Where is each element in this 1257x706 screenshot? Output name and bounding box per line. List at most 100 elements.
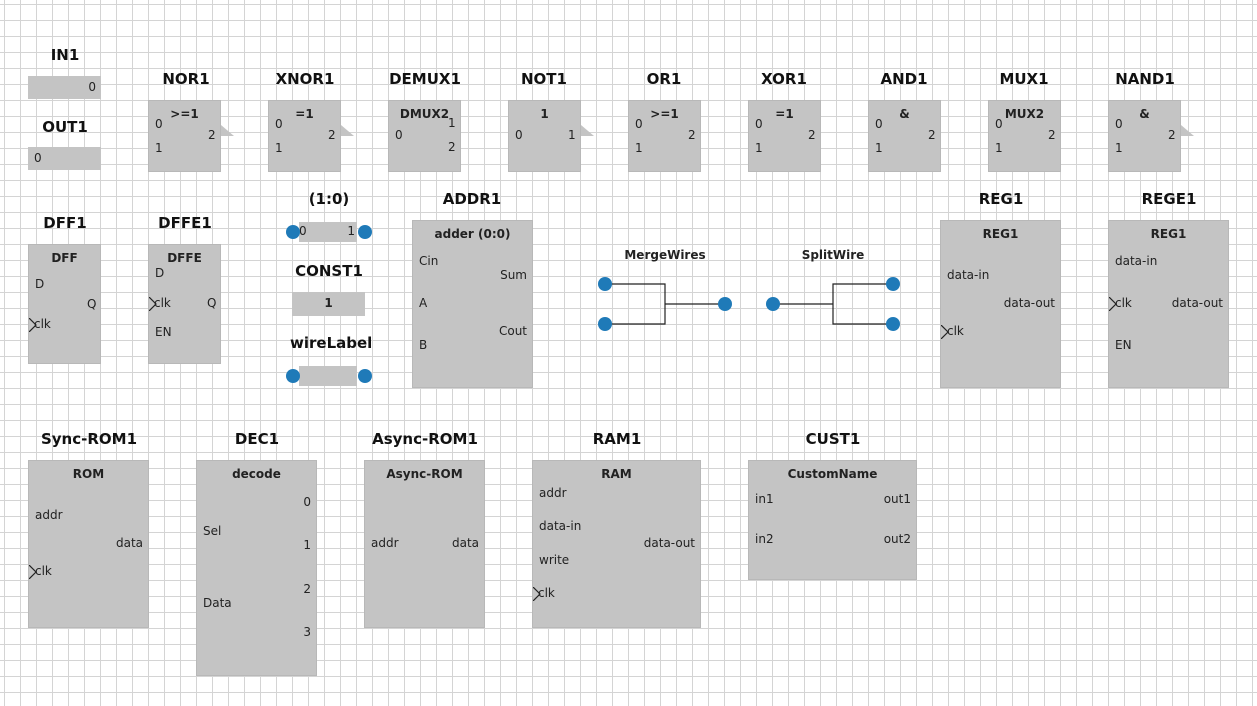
- mux1-in-b[interactable]: 1: [995, 141, 1003, 155]
- wirelabel-body[interactable]: [299, 366, 357, 386]
- splitter-right-connector[interactable]: [358, 225, 372, 239]
- syncrom1-pin-clk[interactable]: clk: [35, 564, 52, 578]
- mux1-out[interactable]: 2: [1048, 128, 1056, 142]
- demux1-out-b[interactable]: 2: [448, 140, 456, 154]
- wirelabel-right-connector[interactable]: [358, 369, 372, 383]
- ram1-pin-data-out[interactable]: data-out: [643, 536, 695, 550]
- dec1-pin-out3[interactable]: 3: [303, 625, 311, 639]
- syncrom1-block[interactable]: ROM addr data clk: [28, 460, 149, 628]
- ram1-block[interactable]: RAM addr data-in data-out write clk: [532, 460, 701, 628]
- dff1-pin-q[interactable]: Q: [87, 297, 97, 311]
- or1-in-a[interactable]: 0: [635, 117, 643, 131]
- wirelabel-left-connector[interactable]: [286, 369, 300, 383]
- dec1-pin-data[interactable]: Data: [203, 596, 232, 610]
- dec1-pin-sel[interactable]: Sel: [203, 524, 222, 538]
- nand1-in-a[interactable]: 0: [1115, 117, 1123, 131]
- reg1-block[interactable]: REG1 data-in data-out clk: [940, 220, 1061, 388]
- xor1-in-a[interactable]: 0: [755, 117, 763, 131]
- xor1-out[interactable]: 2: [808, 128, 816, 142]
- nand1-gate[interactable]: & 0 1 2: [1108, 100, 1181, 172]
- mergewires-in-a-connector[interactable]: [598, 277, 612, 291]
- splitwire-out-b-connector[interactable]: [886, 317, 900, 331]
- or1-out[interactable]: 2: [688, 128, 696, 142]
- const1-block[interactable]: 1: [292, 292, 365, 316]
- addr1-pin-a[interactable]: A: [419, 296, 428, 310]
- mux1-in-a[interactable]: 0: [995, 117, 1003, 131]
- rege1-pin-data-out[interactable]: data-out: [1171, 296, 1223, 310]
- dffe1-pin-d[interactable]: D: [155, 266, 165, 280]
- cust1-block[interactable]: CustomName in1 out1 in2 out2: [748, 460, 917, 580]
- xnor1-in-a[interactable]: 0: [275, 117, 283, 131]
- dffe1-pin-q[interactable]: Q: [207, 296, 217, 310]
- or1-in-b[interactable]: 1: [635, 141, 643, 155]
- ram1-pin-data-in[interactable]: data-in: [539, 519, 582, 533]
- dff1-pin-clk[interactable]: clk: [34, 317, 51, 331]
- out1-output[interactable]: 0: [28, 147, 101, 170]
- or1-gate[interactable]: >=1 0 1 2: [628, 100, 701, 172]
- nor1-in-a[interactable]: 0: [155, 117, 163, 131]
- asyncrom1-pin-data[interactable]: data: [451, 536, 479, 550]
- asyncrom1-pin-addr[interactable]: addr: [371, 536, 399, 550]
- ram1-pin-addr[interactable]: addr: [539, 486, 567, 500]
- nor1-out[interactable]: 2: [208, 128, 216, 142]
- nand1-in-b[interactable]: 1: [1115, 141, 1123, 155]
- xor1-gate[interactable]: =1 0 1 2: [748, 100, 821, 172]
- not1-gate[interactable]: 1 0 1: [508, 100, 581, 172]
- not1-in[interactable]: 0: [515, 128, 523, 142]
- rege1-pin-en[interactable]: EN: [1115, 338, 1132, 352]
- dffe1-block[interactable]: DFFE D clk Q EN: [148, 244, 221, 364]
- rege1-block[interactable]: REG1 data-in clk data-out EN: [1108, 220, 1229, 388]
- ram1-pin-write[interactable]: write: [539, 553, 570, 567]
- mergewires-in-b-connector[interactable]: [598, 317, 612, 331]
- asyncrom1-block[interactable]: Async-ROM addr data: [364, 460, 485, 628]
- in1-input[interactable]: 0: [28, 76, 101, 99]
- mux1-block[interactable]: MUX2 0 1 2: [988, 100, 1061, 172]
- dec1-block[interactable]: decode 0 Sel 1 2 Data 3: [196, 460, 317, 676]
- mergewires-out-connector[interactable]: [718, 297, 732, 311]
- demux1-out-a[interactable]: 1: [448, 116, 456, 130]
- cust1-pin-in2[interactable]: in2: [755, 532, 774, 546]
- ram1-pin-clk[interactable]: clk: [538, 586, 555, 600]
- addr1-block[interactable]: adder (0:0) Cin Sum A Cout B: [412, 220, 533, 388]
- splitter-left-connector[interactable]: [286, 225, 300, 239]
- dec1-pin-out1[interactable]: 1: [303, 538, 311, 552]
- xor1-in-b[interactable]: 1: [755, 141, 763, 155]
- reg1-pin-clk[interactable]: clk: [947, 324, 964, 338]
- nor1-in-b[interactable]: 1: [155, 141, 163, 155]
- splitter-body[interactable]: 0 1: [299, 222, 357, 242]
- reg1-pin-data-in[interactable]: data-in: [947, 268, 990, 282]
- reg1-pin-data-out[interactable]: data-out: [1003, 296, 1055, 310]
- not1-out[interactable]: 1: [568, 128, 576, 142]
- cust1-pin-in1[interactable]: in1: [755, 492, 774, 506]
- xnor1-in-b[interactable]: 1: [275, 141, 283, 155]
- addr1-pin-b[interactable]: B: [419, 338, 428, 352]
- cust1-pin-out2[interactable]: out2: [883, 532, 911, 546]
- xnor1-out[interactable]: 2: [328, 128, 336, 142]
- addr1-pin-sum[interactable]: Sum: [500, 268, 527, 282]
- syncrom1-pin-data[interactable]: data: [115, 536, 143, 550]
- rege1-pin-clk[interactable]: clk: [1115, 296, 1132, 310]
- and1-in-a[interactable]: 0: [875, 117, 883, 131]
- demux1-in[interactable]: 0: [395, 128, 403, 142]
- dff1-pin-d[interactable]: D: [35, 277, 45, 291]
- dec1-pin-out0[interactable]: 0: [303, 495, 311, 509]
- and1-gate[interactable]: & 0 1 2: [868, 100, 941, 172]
- nor1-gate[interactable]: >=1 0 1 2: [148, 100, 221, 172]
- dffe1-pin-clk[interactable]: clk: [154, 296, 171, 310]
- dec1-pin-out2[interactable]: 2: [303, 582, 311, 596]
- syncrom1-pin-addr[interactable]: addr: [35, 508, 63, 522]
- nand1-out[interactable]: 2: [1168, 128, 1176, 142]
- splitwire-in-connector[interactable]: [766, 297, 780, 311]
- and1-out[interactable]: 2: [928, 128, 936, 142]
- addr1-pin-cin[interactable]: Cin: [419, 254, 439, 268]
- rege1-pin-data-in[interactable]: data-in: [1115, 254, 1158, 268]
- addr1-pin-cout[interactable]: Cout: [498, 324, 527, 338]
- xnor1-gate[interactable]: =1 0 1 2: [268, 100, 341, 172]
- demux1-block[interactable]: DMUX2 0 1 2: [388, 100, 461, 172]
- cust1-pin-out1[interactable]: out1: [883, 492, 911, 506]
- dffe1-pin-en[interactable]: EN: [155, 325, 172, 339]
- dff1-block[interactable]: DFF D Q clk: [28, 244, 101, 364]
- and1-in-b[interactable]: 1: [875, 141, 883, 155]
- splitwire-out-a-connector[interactable]: [886, 277, 900, 291]
